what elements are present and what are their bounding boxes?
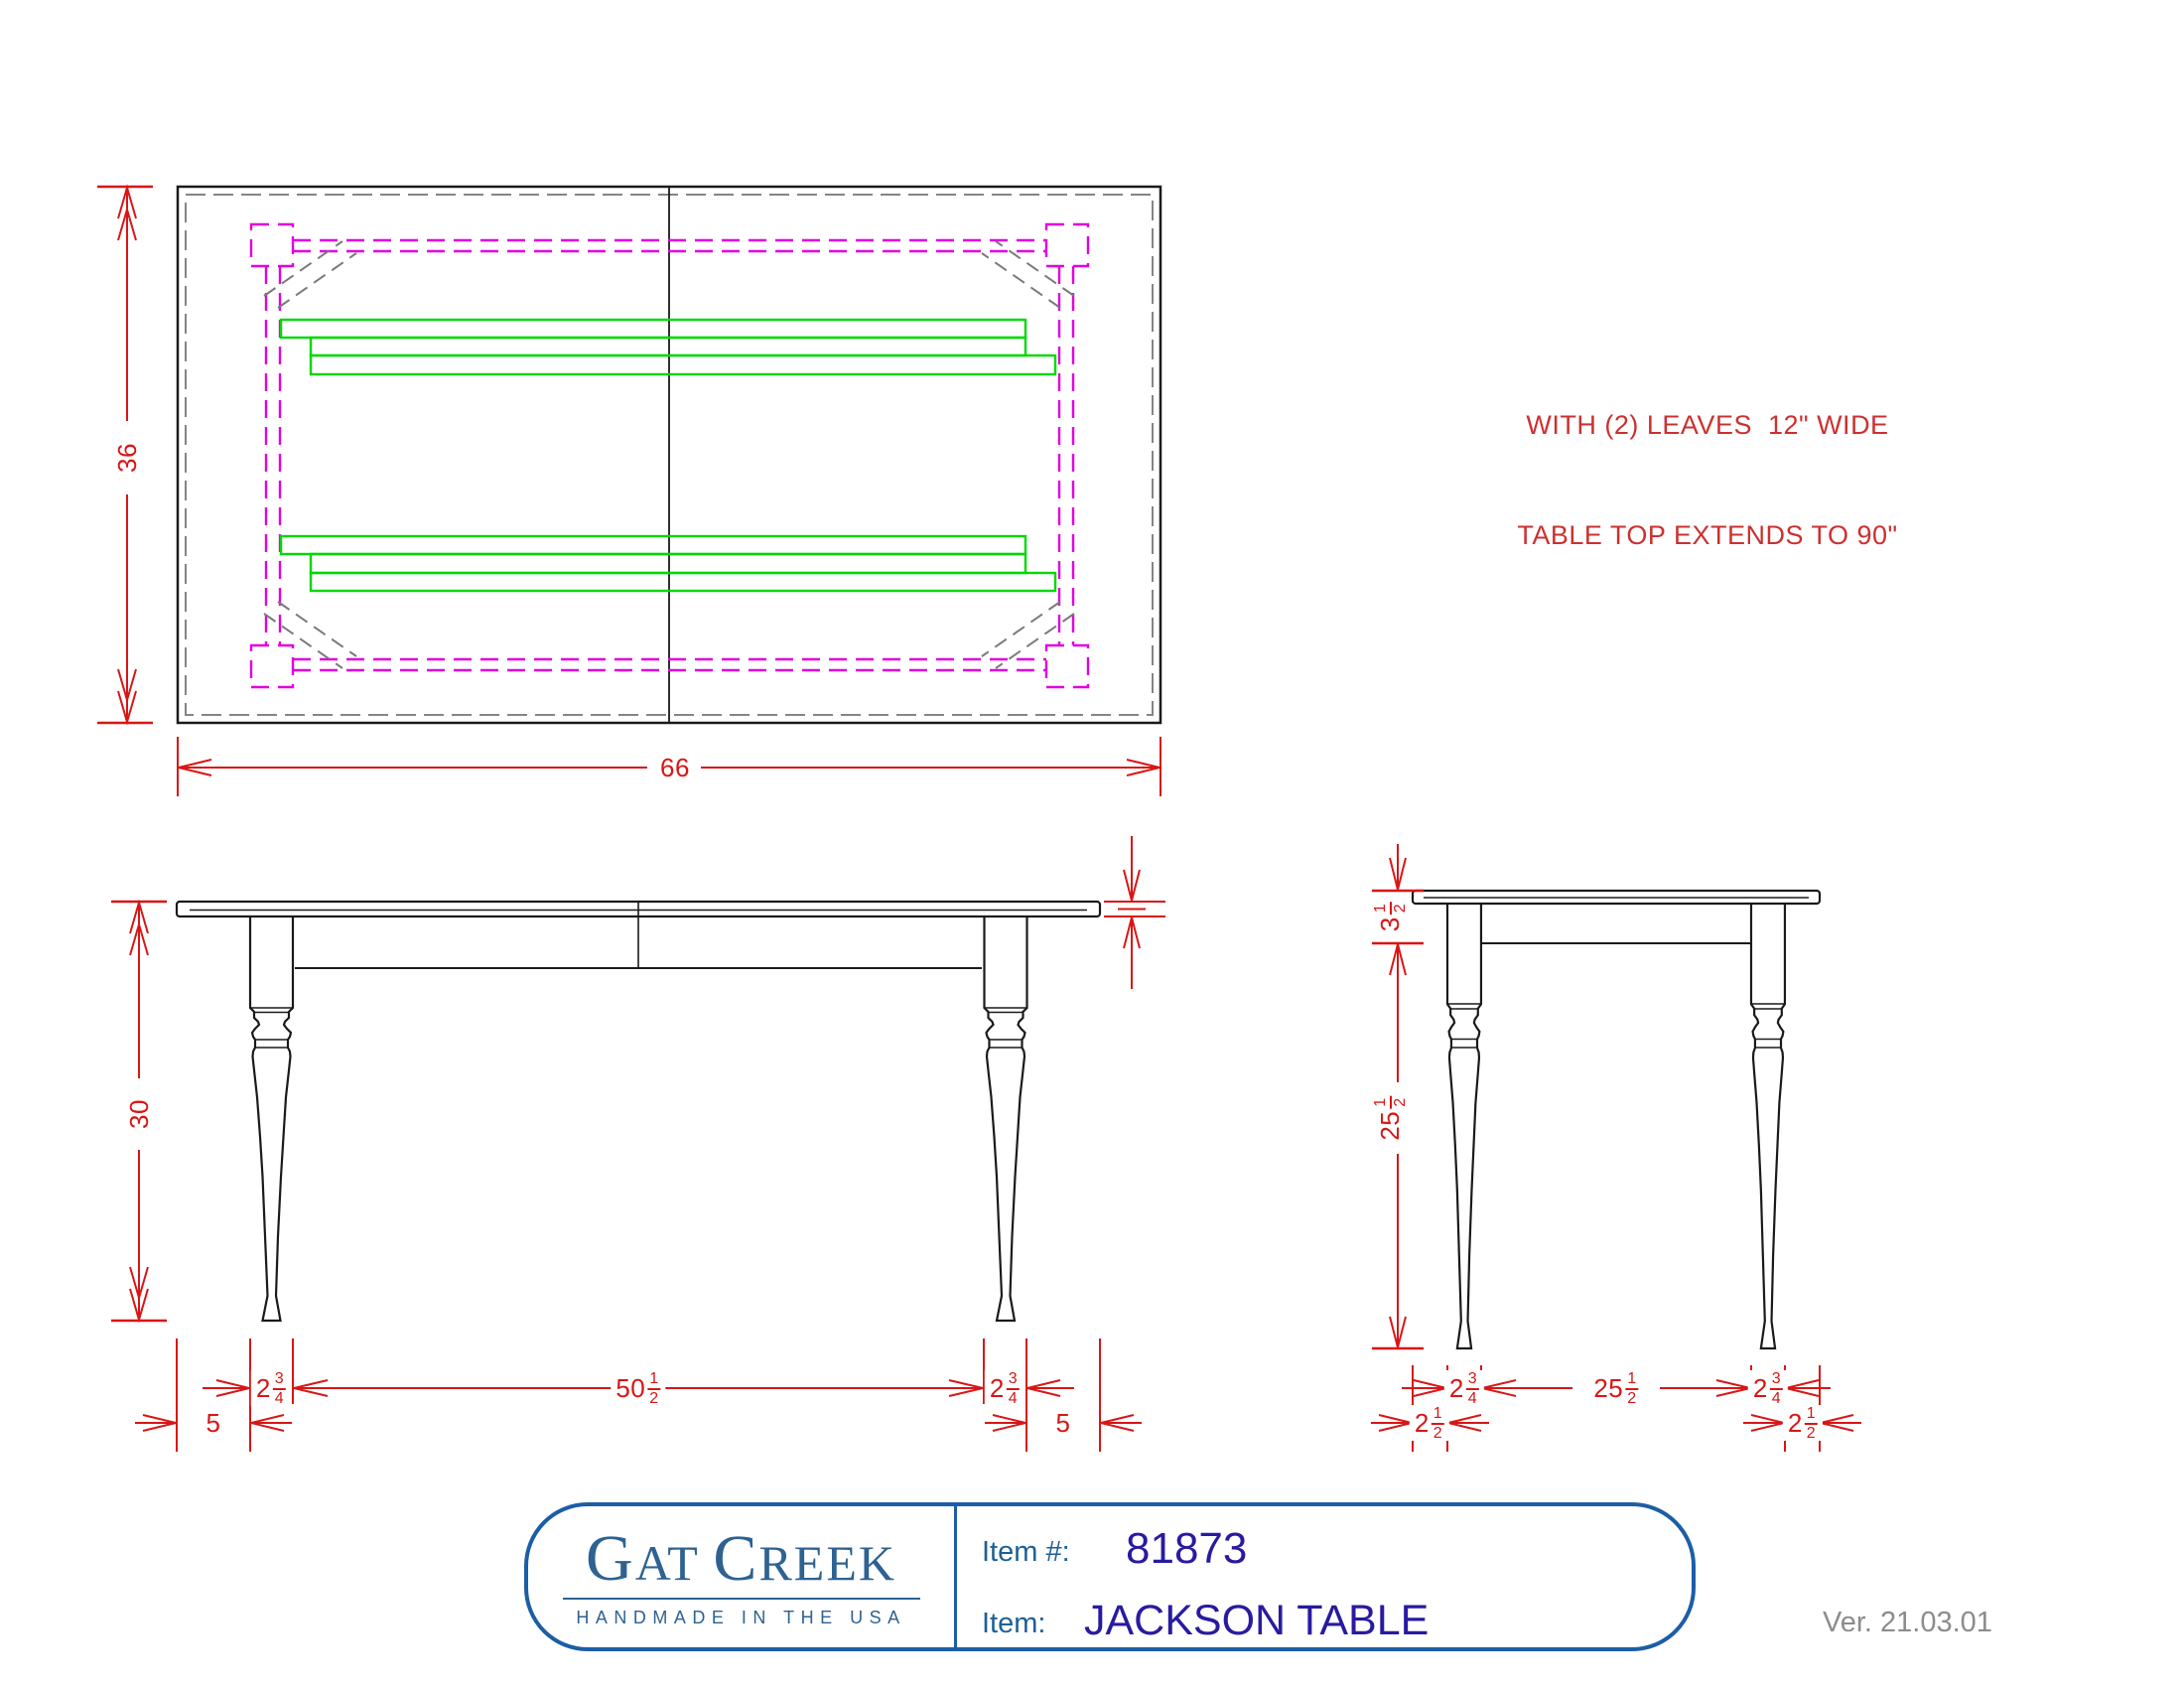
dim-top-depth: 36 [112,438,142,478]
front-view-dimensions [111,836,1165,1452]
top-view-dimensions [97,184,1161,796]
item-number-label: Item #: [982,1536,1070,1568]
item-name-label: Item: [982,1608,1046,1639]
leg-turning-lines [1447,1003,1785,1049]
dim-front-height: 30 [124,1094,154,1134]
side-view-dimensions [1371,844,1861,1452]
leg-posts-plan [249,222,1090,689]
leaves-note-line1: WITH (2) LEAVES 12" WIDE [1526,410,1889,440]
table-slides-plan [279,318,1057,593]
top-view [97,184,1162,796]
corner-braces-plan [263,240,1075,669]
version-text: Ver. 21.03.01 [1823,1607,1992,1638]
dim-top-width: 66 [655,755,695,780]
dim-front-overhang-left: 5 [201,1410,226,1436]
front-view [111,836,1165,1452]
brand-logo: GAT CREEK [586,1521,896,1595]
brand-divider [562,1597,920,1600]
item-number-value: 81873 [1126,1524,1248,1573]
leaves-note: WITH (2) LEAVES 12" WIDE TABLE TOP EXTEN… [1509,334,1906,591]
title-block: GAT CREEK HANDMADE IN THE USA Item #: 81… [524,1502,1696,1651]
leaves-note-line2: TABLE TOP EXTENDS TO 90" [1517,520,1898,550]
brand-panel: GAT CREEK HANDMADE IN THE USA [528,1506,957,1647]
item-name-value: JACKSON TABLE [1084,1597,1430,1644]
side-view [1371,844,1861,1452]
brand-tagline: HANDMADE IN THE USA [576,1607,906,1627]
leg-turning-lines [250,1007,1027,1049]
dim-front-overhang-right: 5 [1050,1410,1076,1436]
